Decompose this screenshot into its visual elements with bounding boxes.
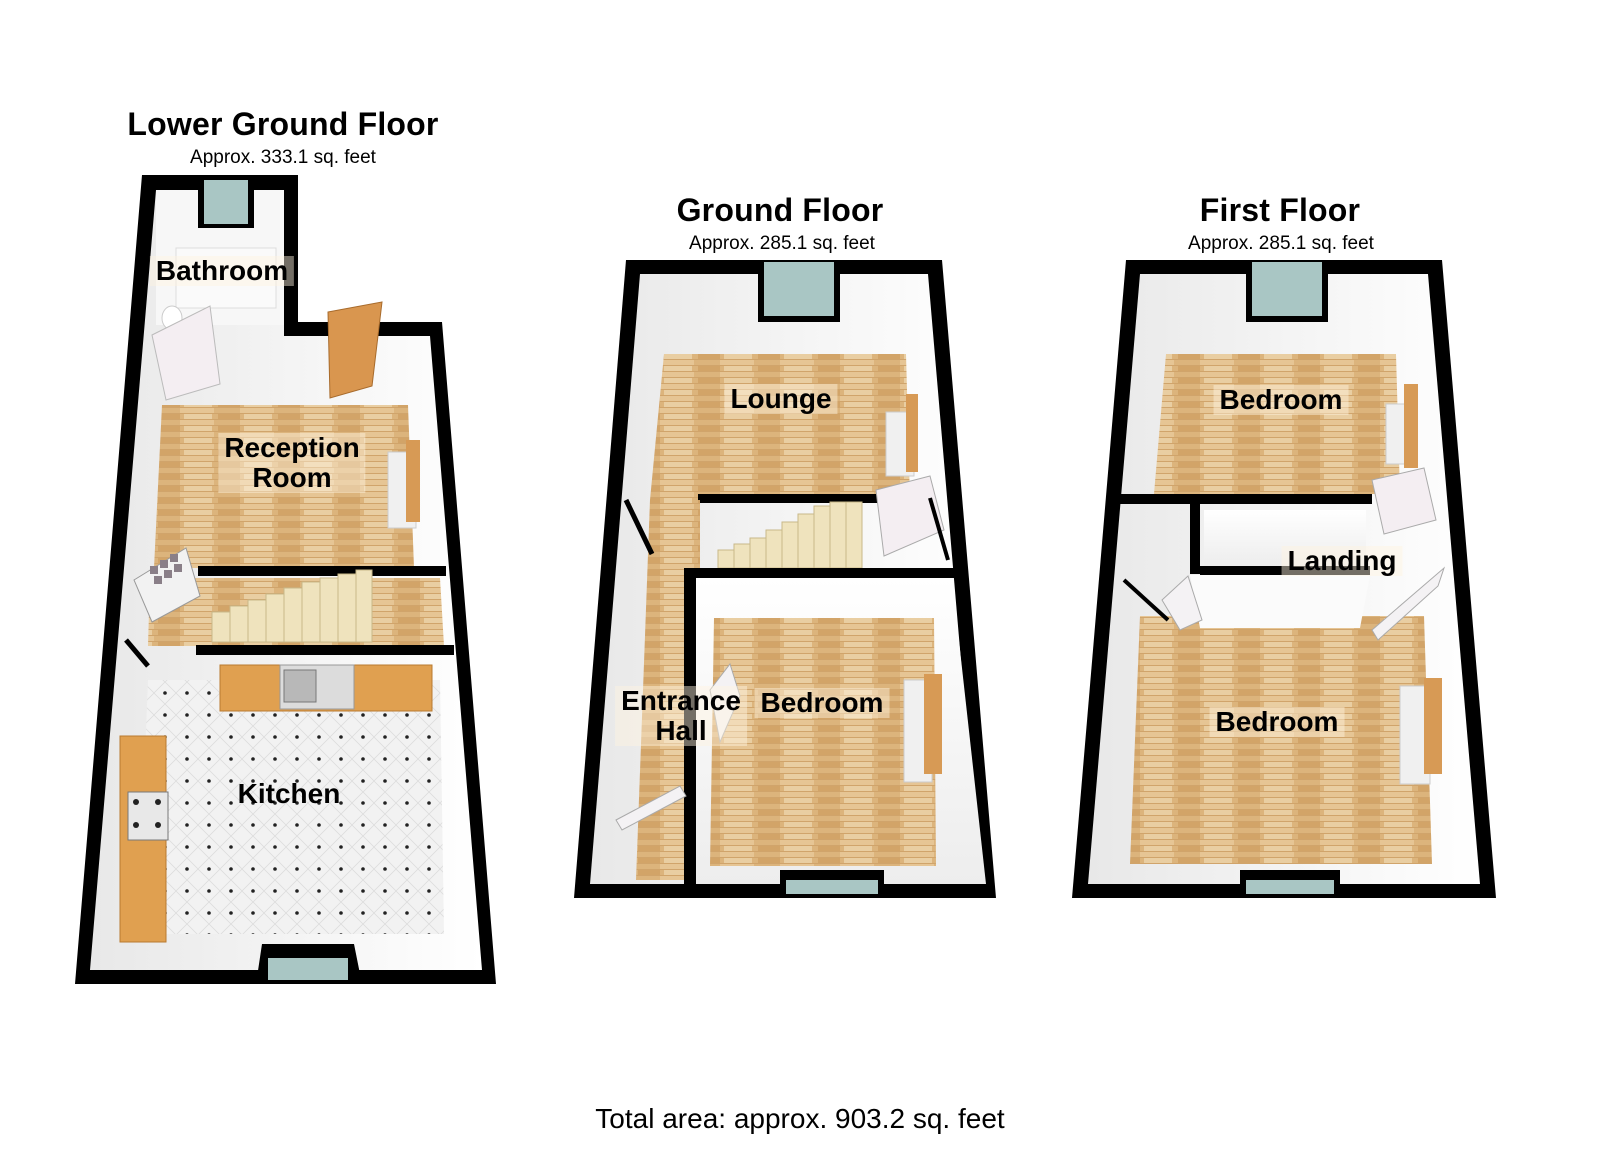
room-label-reception-room: Reception Room: [218, 432, 366, 493]
room-label-landing: Landing: [1281, 546, 1403, 576]
room-label-bedroom-ground: Bedroom: [754, 688, 890, 718]
floor-title-ground: Ground Floor: [676, 192, 884, 228]
room-label-line: Entrance: [621, 685, 741, 716]
floor-area-ground: Approx. 285.1 sq. feet: [689, 233, 875, 254]
room-label-lounge: Lounge: [724, 384, 838, 414]
floor-area-first: Approx. 285.1 sq. feet: [1188, 233, 1374, 254]
room-label-line: Room: [252, 462, 332, 493]
room-label-line: Hall: [655, 715, 707, 746]
room-label-bathroom: Bathroom: [149, 256, 295, 286]
ground-floor-plan: [574, 260, 996, 898]
floor-title-first: First Floor: [1199, 192, 1361, 228]
room-label-entrance-hall: Entrance Hall: [615, 686, 747, 746]
lower-ground-floor-plan: [75, 175, 496, 984]
total-area: Total area: approx. 903.2 sq. feet: [595, 1103, 1005, 1134]
room-label-bedroom-first-rear: Bedroom: [1209, 707, 1345, 737]
first-floor-plan: [1072, 260, 1496, 898]
floor-title-lower-ground: Lower Ground Floor: [127, 106, 439, 142]
room-label-kitchen: Kitchen: [237, 778, 341, 809]
floor-area-lower-ground: Approx. 333.1 sq. feet: [190, 147, 376, 168]
room-label-bedroom-first-front: Bedroom: [1213, 385, 1349, 415]
room-label-line: Reception: [224, 432, 360, 463]
